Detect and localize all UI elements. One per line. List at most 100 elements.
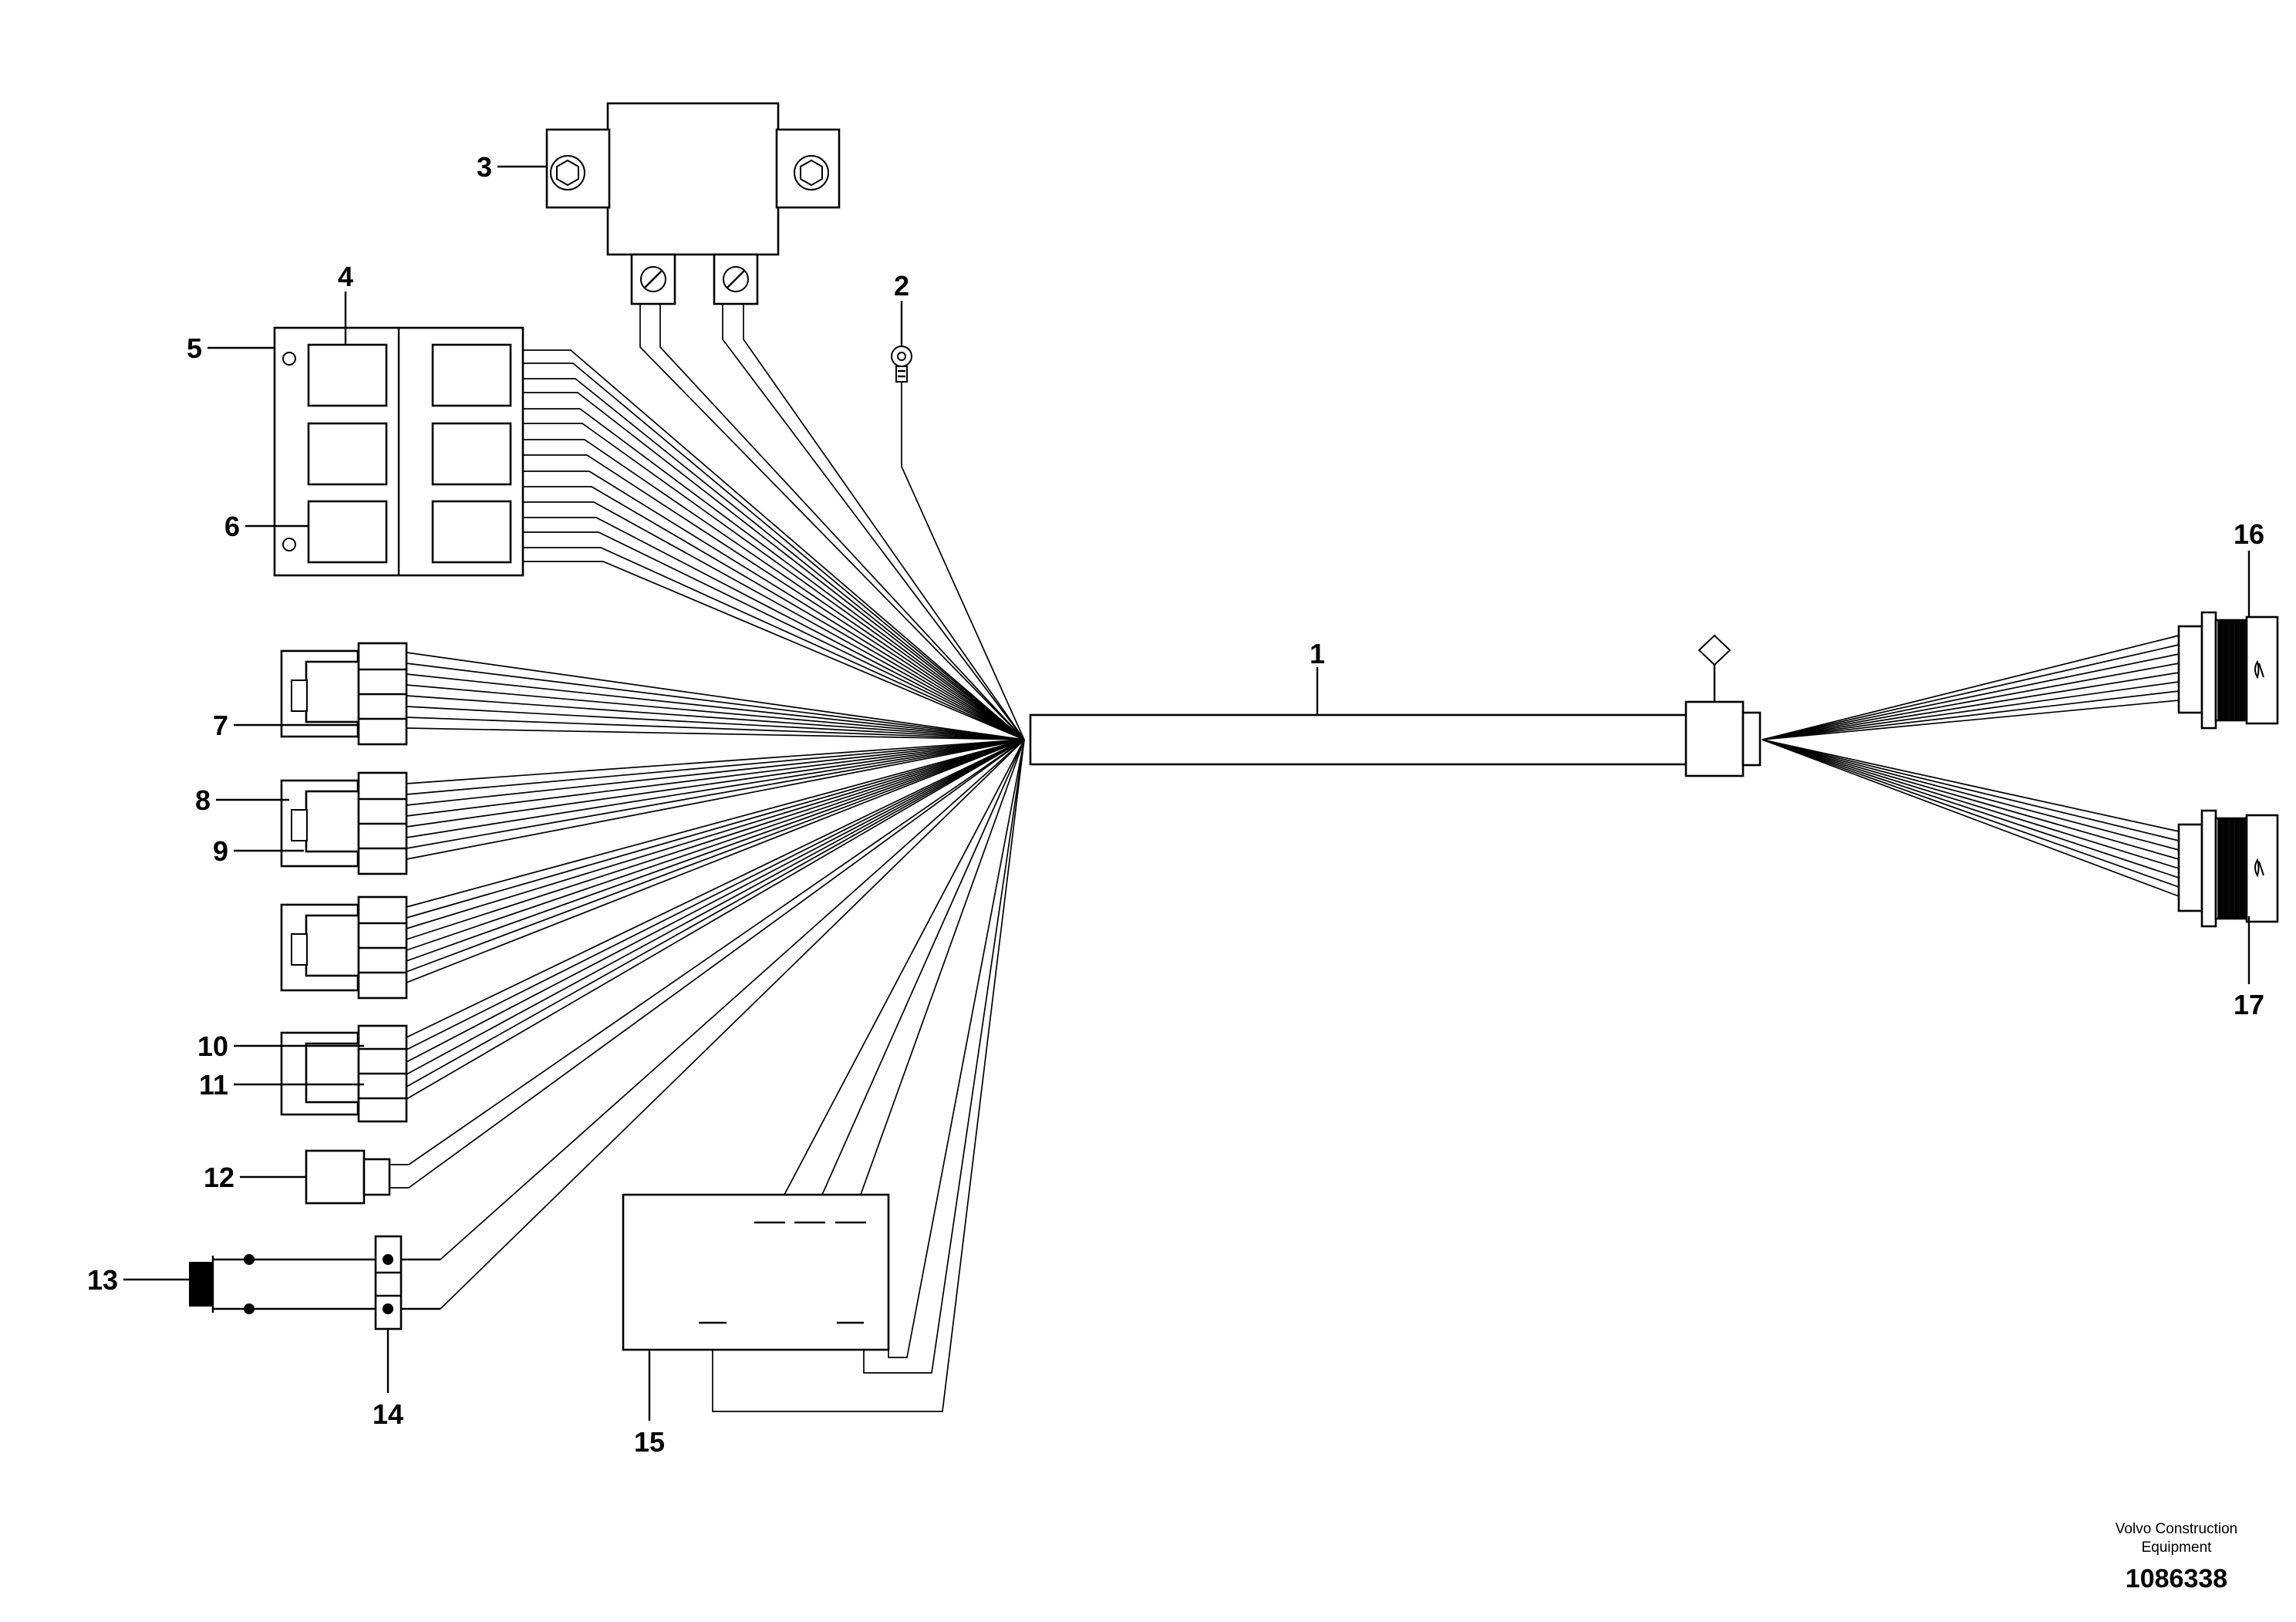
- callout-8: 8: [195, 784, 211, 816]
- connector-wire: [406, 739, 1025, 1088]
- relay-wire: [659, 304, 1025, 740]
- ring-terminal-wire: [901, 382, 1025, 740]
- brand-line-1: Volvo Construction: [2116, 1521, 2237, 1537]
- connector-wire: [406, 652, 1025, 740]
- fusebox-wire: [523, 486, 1025, 740]
- sensor-wire: [440, 739, 1025, 1260]
- switch-wire: [809, 739, 1025, 1223]
- round-connector-wire: [1762, 700, 2180, 740]
- round-connector-ring: [2200, 611, 2217, 730]
- callout-16: 16: [2234, 518, 2264, 550]
- round-connector-ring: [2200, 809, 2217, 928]
- connector-wire: [406, 739, 1025, 919]
- key-icon: [2254, 659, 2264, 679]
- connector-wire: [406, 739, 1025, 1075]
- connector-wire: [406, 739, 1025, 940]
- connector-wire: [406, 739, 1025, 806]
- connector-tab: [291, 809, 308, 841]
- switch-module: [622, 1193, 890, 1351]
- connector-latch: [305, 660, 360, 723]
- connector-wire: [406, 739, 1025, 929]
- sensor-and-clip: [189, 1235, 440, 1330]
- switch-wire: [769, 739, 1025, 1223]
- fusebox-wire: [523, 561, 1025, 740]
- connector-wire: [406, 739, 1025, 784]
- relay-wire: [722, 304, 1025, 740]
- round-connector-wire: [1762, 690, 2180, 740]
- fusebox-wire: [523, 531, 1025, 740]
- fusebox-wire: [523, 454, 1025, 740]
- connector-wire: [406, 739, 1025, 1100]
- connector-wire: [406, 739, 1025, 908]
- callout-17: 17: [2234, 989, 2264, 1020]
- connector-wire: [406, 739, 1025, 838]
- fusebox-wire: [523, 349, 1025, 740]
- document-number: 1086338: [2126, 1564, 2227, 1593]
- harness-wires: [389, 304, 2180, 1412]
- connector-wire: [406, 739, 1025, 983]
- sensor-wire: [389, 739, 1025, 1165]
- fusebox-wire: [523, 439, 1025, 740]
- round-connector-wire: [1762, 739, 2180, 851]
- round-connector-wire: [1762, 739, 2180, 832]
- connector-wire: [406, 695, 1025, 740]
- connector-wire: [406, 739, 1025, 828]
- switch-wire: [850, 739, 1025, 1223]
- relay-wire: [743, 304, 1025, 740]
- connector-tab: [291, 933, 308, 966]
- sensor-wire: [440, 739, 1025, 1310]
- round-connector-wire: [1762, 739, 2180, 897]
- callout-11: 11: [199, 1069, 228, 1101]
- connector-wire: [406, 717, 1025, 740]
- callout-4: 4: [338, 261, 353, 292]
- callout-3: 3: [477, 151, 492, 183]
- key-icon: [2254, 858, 2264, 878]
- round-connector-wire: [1762, 681, 2180, 740]
- callout-13: 13: [87, 1264, 118, 1296]
- connector-wire: [406, 739, 1025, 1063]
- connector-latch: [305, 914, 360, 977]
- connector-wire: [406, 739, 1025, 973]
- round-connectors: [2177, 611, 2279, 928]
- callout-10: 10: [197, 1030, 228, 1062]
- switch-wire: [712, 739, 1025, 1412]
- round-connector-wire: [1762, 739, 2180, 878]
- round-connector-wire: [1762, 663, 2180, 740]
- round-connector-wire: [1762, 739, 2180, 841]
- callout-15: 15: [634, 1426, 665, 1458]
- ring-terminal: [891, 346, 912, 383]
- sensor-wire: [389, 739, 1025, 1189]
- leader-lines: [123, 165, 2250, 1421]
- round-connector-wire: [1762, 739, 2180, 869]
- callout-labels: 1 2 3 4 5 6 7 8 9 10 11 12 13 14 15 16 1…: [87, 151, 2264, 1458]
- connector-wire: [406, 673, 1025, 740]
- round-connector-wire: [1762, 739, 2180, 888]
- connector-tab: [291, 679, 308, 712]
- round-connector-wire: [1762, 739, 2180, 860]
- callout-7: 7: [213, 710, 228, 741]
- callout-9: 9: [213, 835, 228, 867]
- fusebox-wire: [523, 363, 1025, 740]
- round-connector-flange: [2177, 823, 2203, 912]
- fusebox-wire: [523, 547, 1025, 740]
- fusebox-wire: [523, 378, 1025, 740]
- connector-wire: [406, 727, 1025, 740]
- switch-wire: [888, 739, 1025, 1358]
- connector-wire: [406, 739, 1025, 1038]
- connector-wire: [406, 739, 1025, 817]
- callout-5: 5: [187, 332, 202, 364]
- round-connector-wire: [1762, 672, 2180, 740]
- round-connector-wire: [1762, 635, 2180, 740]
- single-connector: [305, 1149, 391, 1205]
- diamond-marker-icon: [1698, 634, 1731, 666]
- connector-wire: [406, 739, 1025, 860]
- brand-line-2: Equipment: [2142, 1539, 2213, 1556]
- connector-latch: [305, 790, 360, 853]
- relay-wire: [639, 304, 1025, 740]
- connector-wire: [406, 684, 1025, 740]
- connector-wire: [406, 739, 1025, 795]
- connector-wire: [406, 739, 1025, 951]
- callout-14: 14: [373, 1398, 403, 1430]
- main-harness-trunk: [1029, 634, 1762, 777]
